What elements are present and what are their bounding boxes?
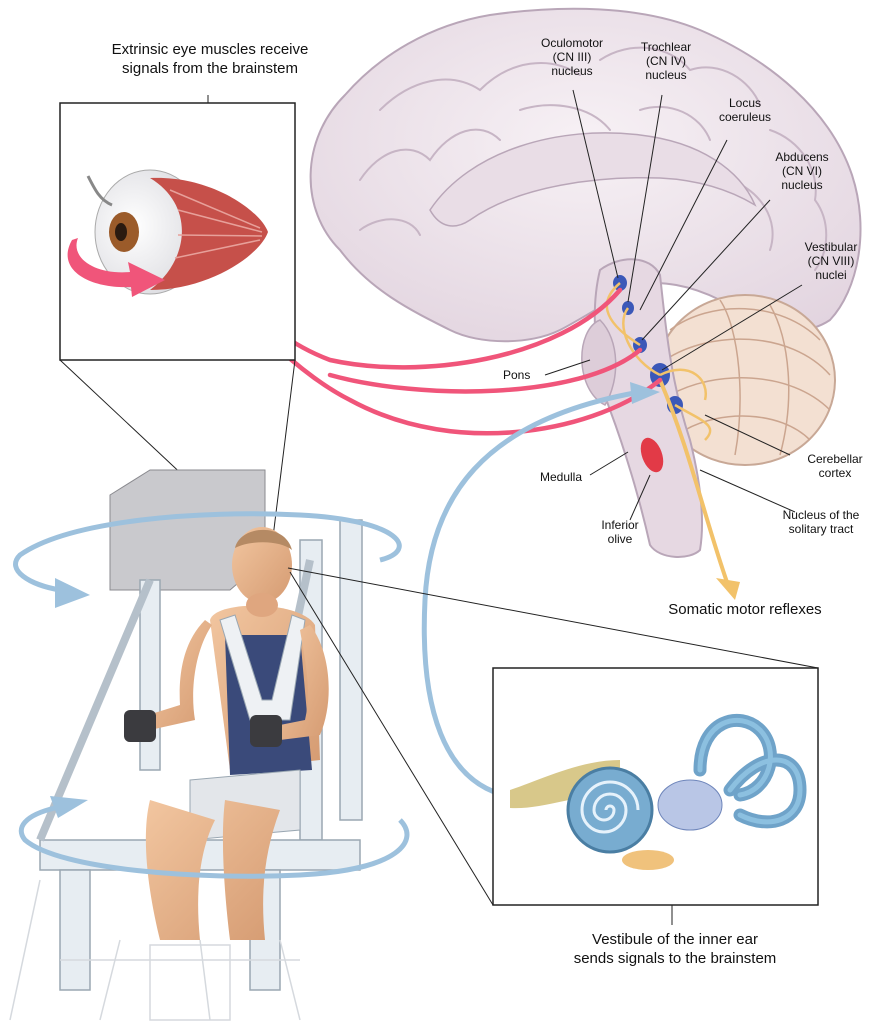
abducens-label: Abducens (CN VI) nucleus (762, 150, 842, 192)
rotating-chair-scene (10, 470, 407, 1020)
vestibule-caption: Vestibule of the inner ear sends signals… (530, 930, 820, 968)
trochlear-label: Trochlear (CN IV) nucleus (626, 40, 706, 82)
neck (246, 593, 278, 617)
somatic-motor-reflexes-label: Somatic motor reflexes (645, 600, 845, 619)
eye-inset (60, 103, 295, 360)
pupil (115, 223, 127, 241)
inferior-olive-label: Inferior olive (585, 518, 655, 546)
oculomotor-label: Oculomotor (CN III) nucleus (522, 36, 622, 78)
ossicle-bone (622, 850, 674, 870)
inner-ear-inset (493, 668, 818, 905)
eye-inset-title: Extrinsic eye muscles receive signals fr… (55, 40, 365, 78)
pons-label: Pons (503, 368, 553, 382)
vestibule (658, 780, 722, 830)
vestibular-nuclei-label: Vestibular (CN VIII) nuclei (786, 240, 876, 282)
upper-rotation-arrowhead (55, 578, 90, 608)
locus-coeruleus-label: Locus coeruleus (710, 96, 780, 124)
lower-rotation-arrowhead (50, 796, 88, 818)
left-glove (124, 710, 156, 742)
right-glove (250, 715, 282, 747)
solitary-tract-label: Nucleus of the solitary tract (765, 508, 877, 536)
somatic-reflex-arrowhead (716, 578, 740, 600)
medulla-label: Medulla (540, 470, 610, 484)
cerebellar-cortex-label: Cerebellar cortex (790, 452, 878, 480)
